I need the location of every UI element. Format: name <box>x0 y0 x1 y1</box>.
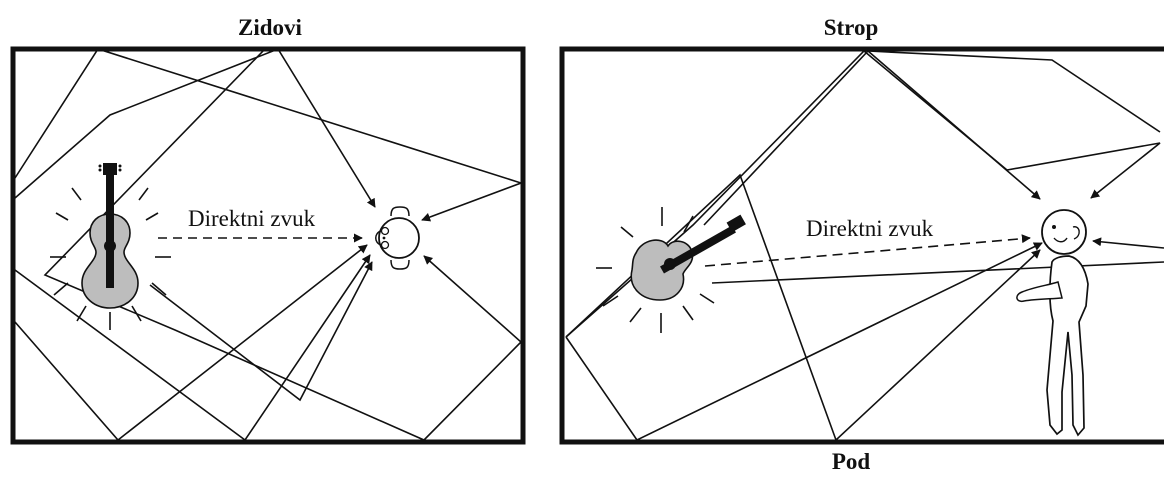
ceiling-title: Strop <box>824 15 879 40</box>
guitar-icon-2 <box>596 207 746 333</box>
ray-from-rear-wall <box>1093 241 1164 248</box>
walls-title: Zidovi <box>238 15 303 40</box>
walls-panel: Zidovi Direktni zvuk <box>13 15 523 442</box>
ray-wall-top <box>15 49 375 207</box>
walls-room-outline <box>13 49 523 442</box>
guitar-icon <box>50 163 171 330</box>
walls-reflection-rays <box>15 49 521 440</box>
ray-ceiling <box>704 51 1040 225</box>
ceiling-floor-panel: Strop Pod Direktni zvuk <box>562 15 1164 474</box>
direct-sound-arrow-2 <box>705 238 1030 266</box>
ray-wall-bottom <box>15 245 367 440</box>
ray-wall-bottom-2 <box>15 255 370 440</box>
listener-head-icon <box>376 207 419 269</box>
floor-title: Pod <box>832 449 871 474</box>
direct-sound-label: Direktni zvuk <box>188 206 316 231</box>
listener-figure <box>1017 210 1088 435</box>
ray-to-rear-wall <box>712 262 1164 283</box>
ray-wall-right <box>15 49 521 220</box>
direct-sound-label-2: Direktni zvuk <box>806 216 934 241</box>
ray-floor-2 <box>566 175 1040 440</box>
ray-wall-bottom-3 <box>150 262 372 400</box>
